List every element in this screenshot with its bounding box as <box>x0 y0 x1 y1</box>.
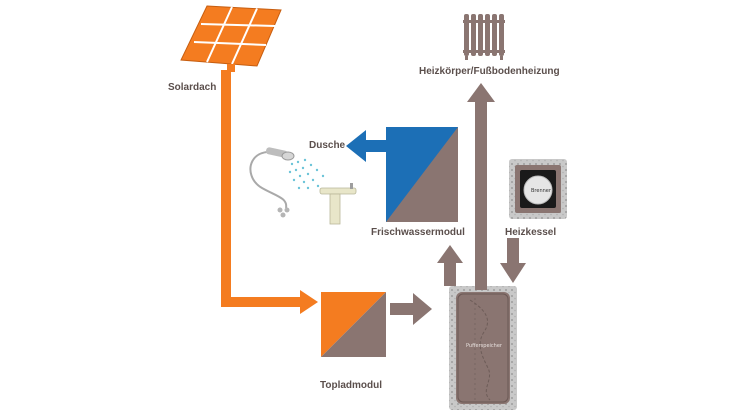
radiator-label: Heizkörper/Fußbodenheizung <box>419 66 560 77</box>
tank-to-radiator-arrow <box>467 83 495 290</box>
buffer-tank-icon <box>449 286 517 410</box>
freshwater-to-shower-arrow <box>346 130 386 162</box>
radiator-icon <box>463 14 505 60</box>
solar-flow-pipe <box>221 70 302 307</box>
boiler-panel-label: Brenner <box>531 188 551 194</box>
solar-roof-label: Solardach <box>168 82 217 93</box>
buffer-tank-label: Pufferspeicher <box>466 343 502 349</box>
shower-icon <box>249 147 357 225</box>
boiler-to-tank-arrow <box>500 238 526 283</box>
toplade-to-tank-arrow <box>390 293 432 325</box>
toplade-module <box>321 292 386 357</box>
shower-label: Dusche <box>309 140 346 151</box>
freshwater-module <box>386 127 458 222</box>
solar-panel-icon <box>180 5 282 72</box>
boiler-label: Heizkessel <box>505 227 557 238</box>
boiler-icon <box>509 159 567 219</box>
tank-to-freshwater-arrow <box>437 245 463 286</box>
freshwater-module-label: Frischwassermodul <box>371 227 465 238</box>
toplade-module-label: Topladmodul <box>320 380 383 391</box>
solar-flow-arrowhead <box>300 290 318 314</box>
